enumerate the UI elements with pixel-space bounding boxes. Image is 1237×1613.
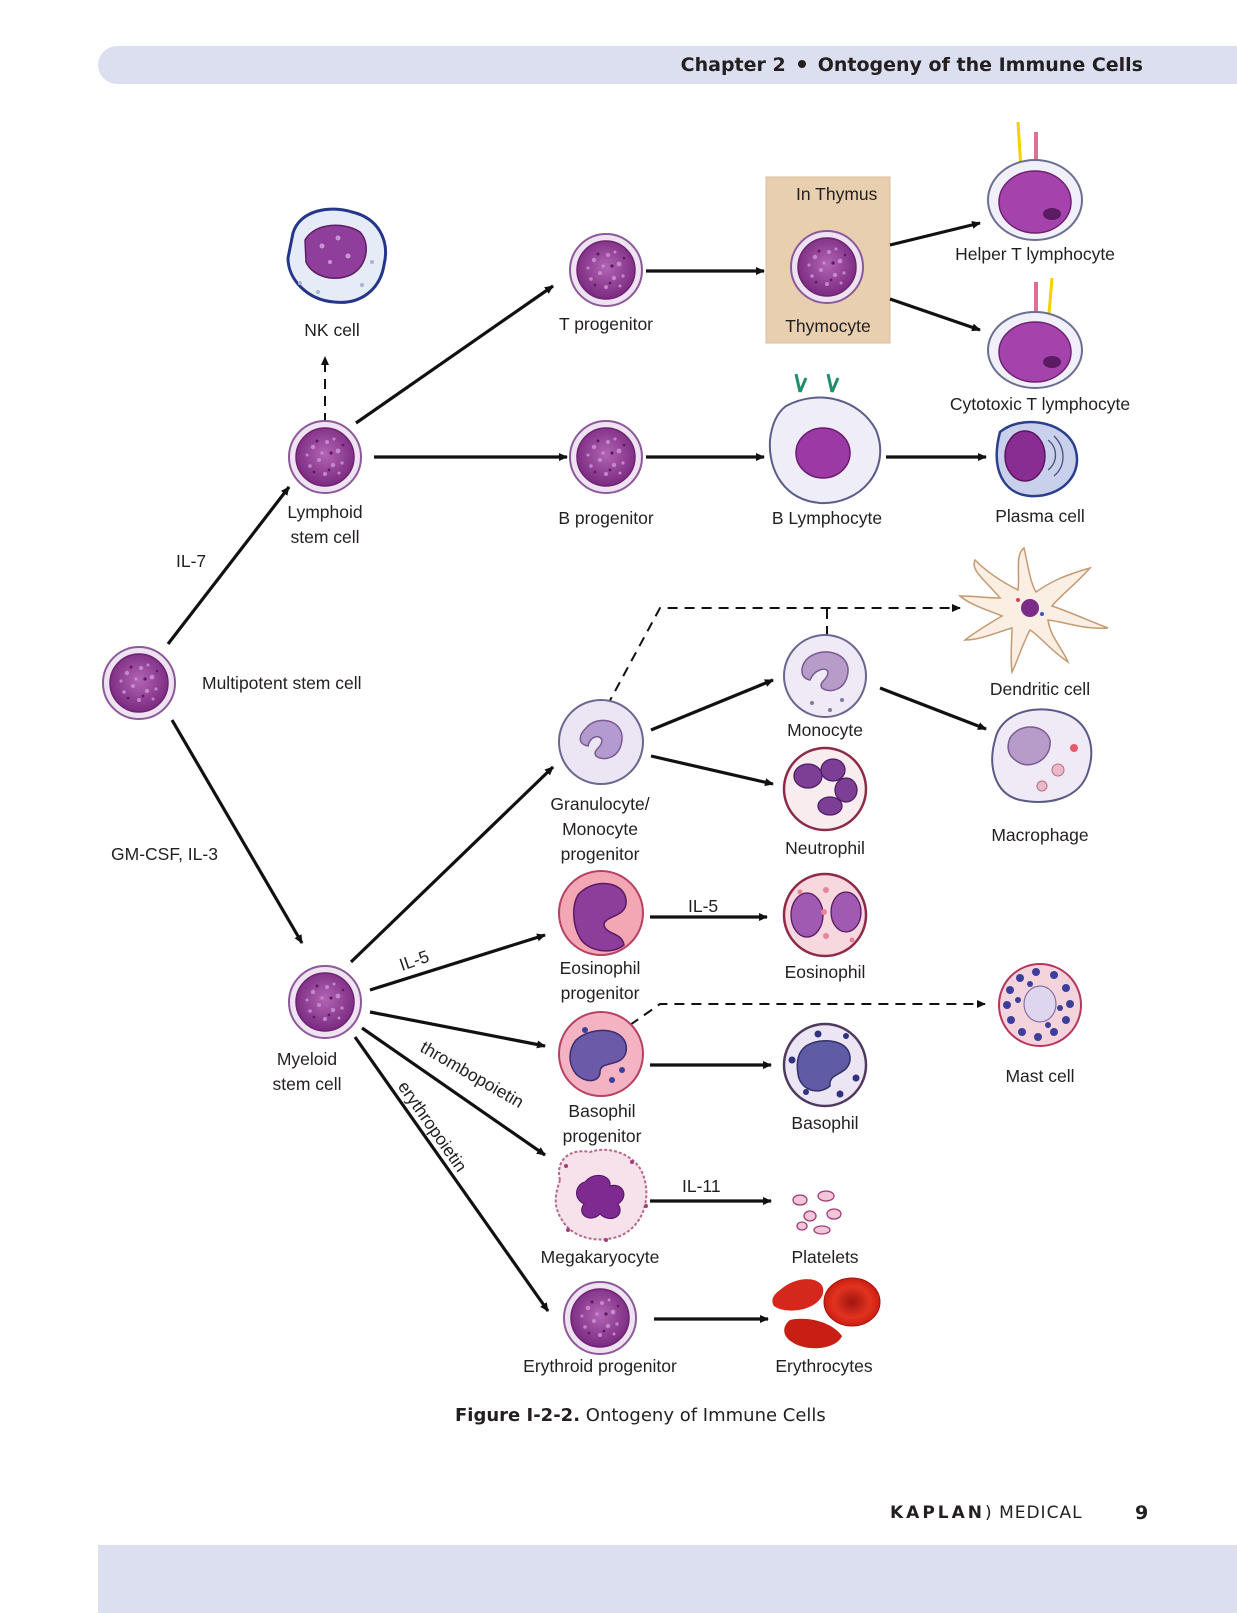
cytotoxic-t-cell-graphic	[987, 277, 1083, 389]
label-lymphoid-line2: stem cell	[290, 527, 360, 547]
label-helper-t: Helper T lymphocyte	[955, 244, 1115, 264]
label-eos-prog-line1: Eosinophil	[559, 958, 641, 978]
label-plasma: Plasma cell	[995, 506, 1085, 526]
arrow-to-baso-progenitor	[369, 1010, 546, 1049]
factor-il5-b: IL-5	[688, 896, 719, 916]
label-erythroid-progenitor: Erythroid progenitor	[523, 1356, 677, 1376]
helper-t-cell-graphic	[987, 121, 1083, 241]
erythroid-progenitor-cell	[563, 1281, 637, 1355]
thymus-box-title: In Thymus	[796, 184, 878, 204]
page-number: 9	[1135, 1502, 1149, 1524]
label-baso-prog-line2: progenitor	[562, 1126, 642, 1146]
label-erythrocytes: Erythrocytes	[775, 1356, 873, 1376]
arrow-to-eos-progenitor	[369, 933, 546, 992]
publisher-logo: KAPLAN) MEDICAL	[890, 1503, 1083, 1523]
arrow-to-monocyte	[650, 678, 774, 732]
label-eosinophil: Eosinophil	[784, 962, 866, 982]
monocyte-graphic	[783, 634, 867, 718]
bullet-icon	[797, 60, 806, 68]
figure-caption-label: Figure I-2-2.	[455, 1405, 581, 1426]
label-b-lymphocyte: B Lymphocyte	[771, 508, 883, 528]
factor-il11: IL-11	[682, 1176, 721, 1196]
t-progenitor-cell	[569, 233, 643, 307]
header-band	[98, 46, 1237, 84]
logo-swoosh-icon: )	[985, 1503, 993, 1523]
label-thymocyte: Thymocyte	[785, 316, 871, 336]
arrow-to-gm-progenitor	[349, 765, 555, 964]
macrophage-graphic	[991, 708, 1093, 803]
basophil-progenitor-graphic	[558, 1011, 644, 1097]
erythrocytes-graphic	[772, 1277, 881, 1349]
label-myeloid-line2: stem cell	[272, 1074, 342, 1094]
platelets-graphic	[792, 1190, 842, 1235]
nk-cell-graphic	[286, 207, 387, 304]
eosinophil-graphic	[782, 872, 868, 958]
footer-band	[98, 1545, 1237, 1613]
arrow-to-megakaryocyte	[361, 1026, 546, 1157]
thymocyte-cell	[790, 230, 864, 304]
label-baso-prog-line1: Basophil	[568, 1101, 636, 1121]
label-neutrophil: Neutrophil	[785, 838, 865, 858]
dendritic-cell-graphic	[957, 546, 1109, 675]
label-myeloid-stem-cell: Myeloid stem cell	[252, 1047, 362, 1097]
label-gm-progenitor: Granulocyte/Monocyte progenitor	[530, 792, 670, 867]
factor-il7: IL-7	[176, 551, 207, 571]
neutrophil-graphic	[782, 746, 868, 832]
myeloid-stem-cell	[288, 965, 362, 1039]
figure-caption: Figure I-2-2. Ontogeny of Immune Cells	[455, 1405, 826, 1426]
lymphoid-stem-cell	[288, 420, 362, 494]
gm-progenitor-graphic	[558, 699, 644, 785]
b-lymphocyte-graphic	[768, 373, 882, 505]
label-lymphoid-line1: Lymphoid	[287, 502, 363, 522]
multipotent-stem-cell	[102, 646, 176, 720]
label-eos-progenitor: Eosinophil progenitor	[530, 956, 670, 1006]
label-monocyte: Monocyte	[787, 720, 863, 740]
arrow-to-erythroid-progenitor	[353, 1036, 550, 1312]
figure-caption-text: Ontogeny of Immune Cells	[585, 1405, 826, 1426]
basophil-graphic	[782, 1022, 868, 1108]
label-platelets: Platelets	[791, 1247, 859, 1267]
label-myeloid-line1: Myeloid	[276, 1049, 338, 1069]
plasma-cell-graphic	[995, 420, 1079, 498]
running-header: Chapter 2 Ontogeny of the Immune Cells	[681, 54, 1143, 76]
dashed-arrow-to-mast	[629, 1000, 986, 1026]
arrow-to-t-progenitor	[355, 284, 554, 425]
label-basophil: Basophil	[791, 1113, 859, 1133]
label-multipotent: Multipotent stem cell	[202, 673, 362, 693]
b-progenitor-cell	[569, 420, 643, 494]
logo-medical: MEDICAL	[999, 1503, 1083, 1523]
arrow-to-macrophage	[879, 686, 987, 731]
dashed-arrow-to-dendritic	[606, 604, 961, 707]
label-gm-line2: Monocyte	[562, 819, 638, 839]
label-megakaryocyte: Megakaryocyte	[540, 1247, 660, 1267]
chapter-title: Ontogeny of the Immune Cells	[817, 54, 1143, 76]
label-nk: NK cell	[304, 320, 360, 340]
mast-cell-graphic	[998, 963, 1082, 1047]
label-gm-line3: progenitor	[560, 844, 640, 864]
label-b-progenitor: B progenitor	[558, 508, 654, 528]
label-gm-line1: Granulocyte/	[550, 794, 650, 814]
chapter-label: Chapter 2	[680, 54, 786, 76]
label-cytotoxic-t: Cytotoxic T lymphocyte	[949, 394, 1131, 414]
logo-kaplan: KAPLAN	[890, 1503, 986, 1523]
arrow-to-lymphoid	[166, 486, 291, 645]
arrow-to-myeloid	[170, 719, 304, 944]
label-lymphoid-stem-cell: Lymphoid stem cell	[270, 500, 380, 550]
arrow-to-neutrophil	[650, 754, 774, 787]
label-dendritic: Dendritic cell	[989, 679, 1091, 699]
arrow-to-helper-t	[889, 221, 981, 247]
label-baso-progenitor: Basophil progenitor	[540, 1099, 664, 1149]
megakaryocyte-graphic	[554, 1148, 648, 1242]
factor-gmcsf-il3: GM-CSF, IL-3	[111, 844, 218, 864]
arrow-to-cytotoxic-t	[889, 297, 981, 332]
label-mast: Mast cell	[1005, 1066, 1075, 1086]
label-eos-prog-line2: progenitor	[560, 983, 640, 1003]
label-t-progenitor: T progenitor	[558, 314, 654, 334]
label-macrophage: Macrophage	[991, 825, 1089, 845]
eosinophil-progenitor-graphic	[558, 870, 644, 956]
